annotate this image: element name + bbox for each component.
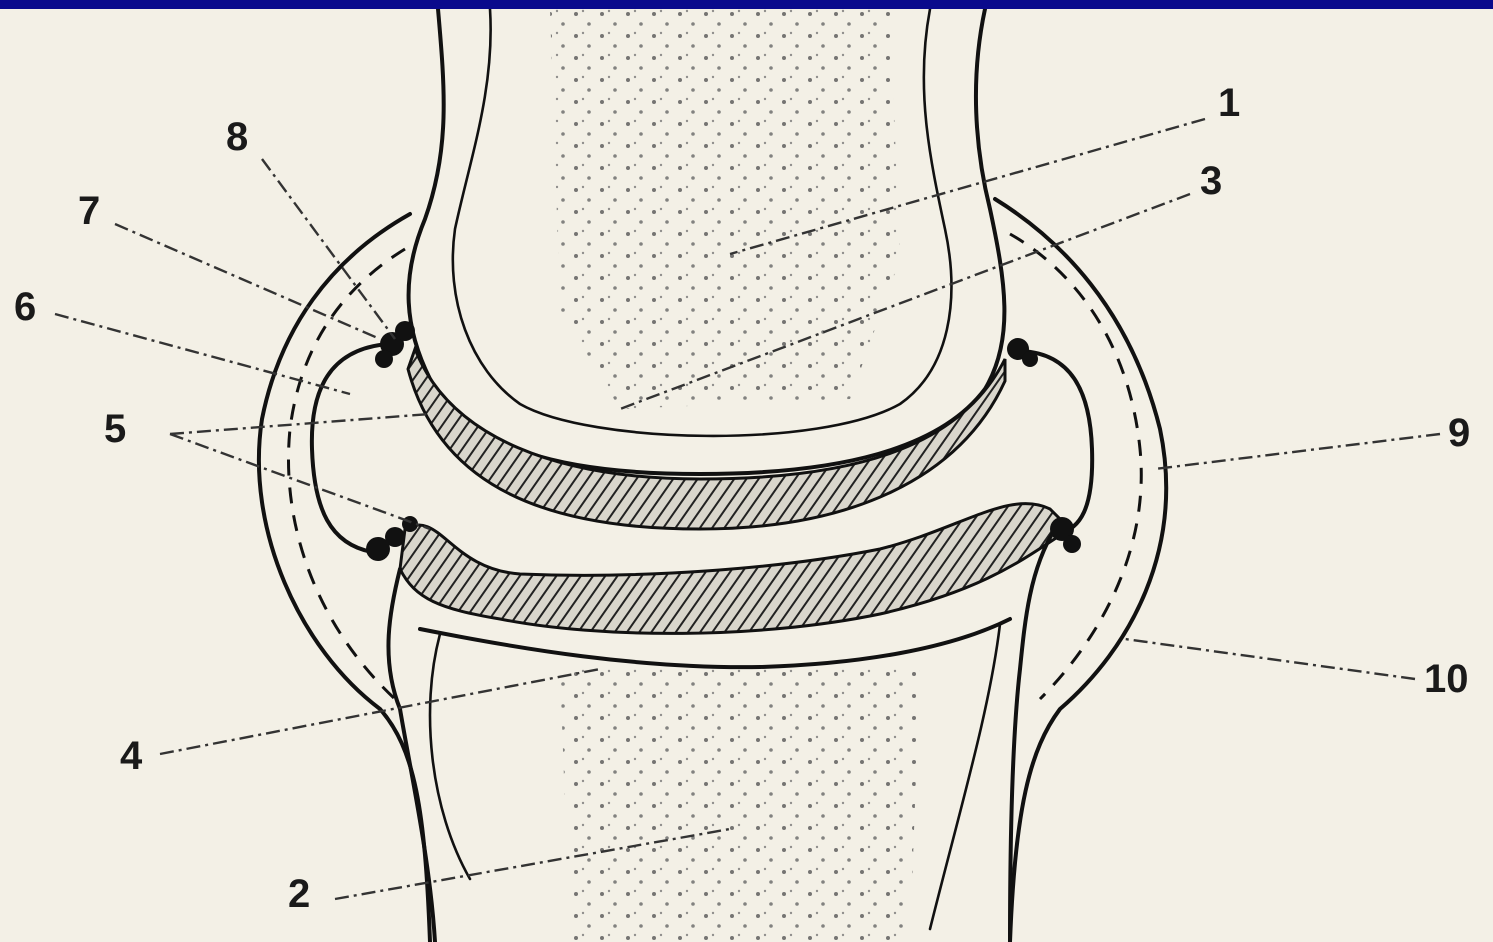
leader-5b [170,434,430,529]
label-6: 6 [14,287,36,327]
ligament-knot-upper-left [375,321,415,368]
leader-7 [115,224,380,339]
joint-diagram [0,9,1493,942]
leader-4 [160,669,600,754]
label-2: 2 [288,874,310,914]
label-1: 1 [1218,83,1240,123]
label-3: 3 [1200,161,1222,201]
leader-8 [262,159,395,339]
label-9: 9 [1448,413,1470,453]
upper-bone-dots [550,9,900,409]
capsule-dashed-right [1010,234,1141,699]
lower-bone-dots [560,664,920,942]
leader-9 [1155,434,1440,469]
diagram-panel: 1 3 8 7 6 5 9 10 4 2 [0,9,1493,942]
leader-10 [1125,639,1415,679]
leader-6 [55,314,350,394]
capsule-outer-right [995,199,1166,942]
label-7: 7 [78,191,100,231]
label-10: 10 [1424,659,1469,699]
label-8: 8 [226,117,248,157]
lower-bone-outline [388,569,435,942]
label-5: 5 [104,409,126,449]
lower-bone-inner-right [930,624,1000,929]
leader-5a [170,414,430,434]
label-4: 4 [120,736,142,776]
synovial-membrane-left [312,344,388,552]
lower-bone-outline-right [1010,529,1055,942]
ligament-knot-upper-right [1007,338,1038,367]
lower-bone-inner-left [430,634,470,879]
